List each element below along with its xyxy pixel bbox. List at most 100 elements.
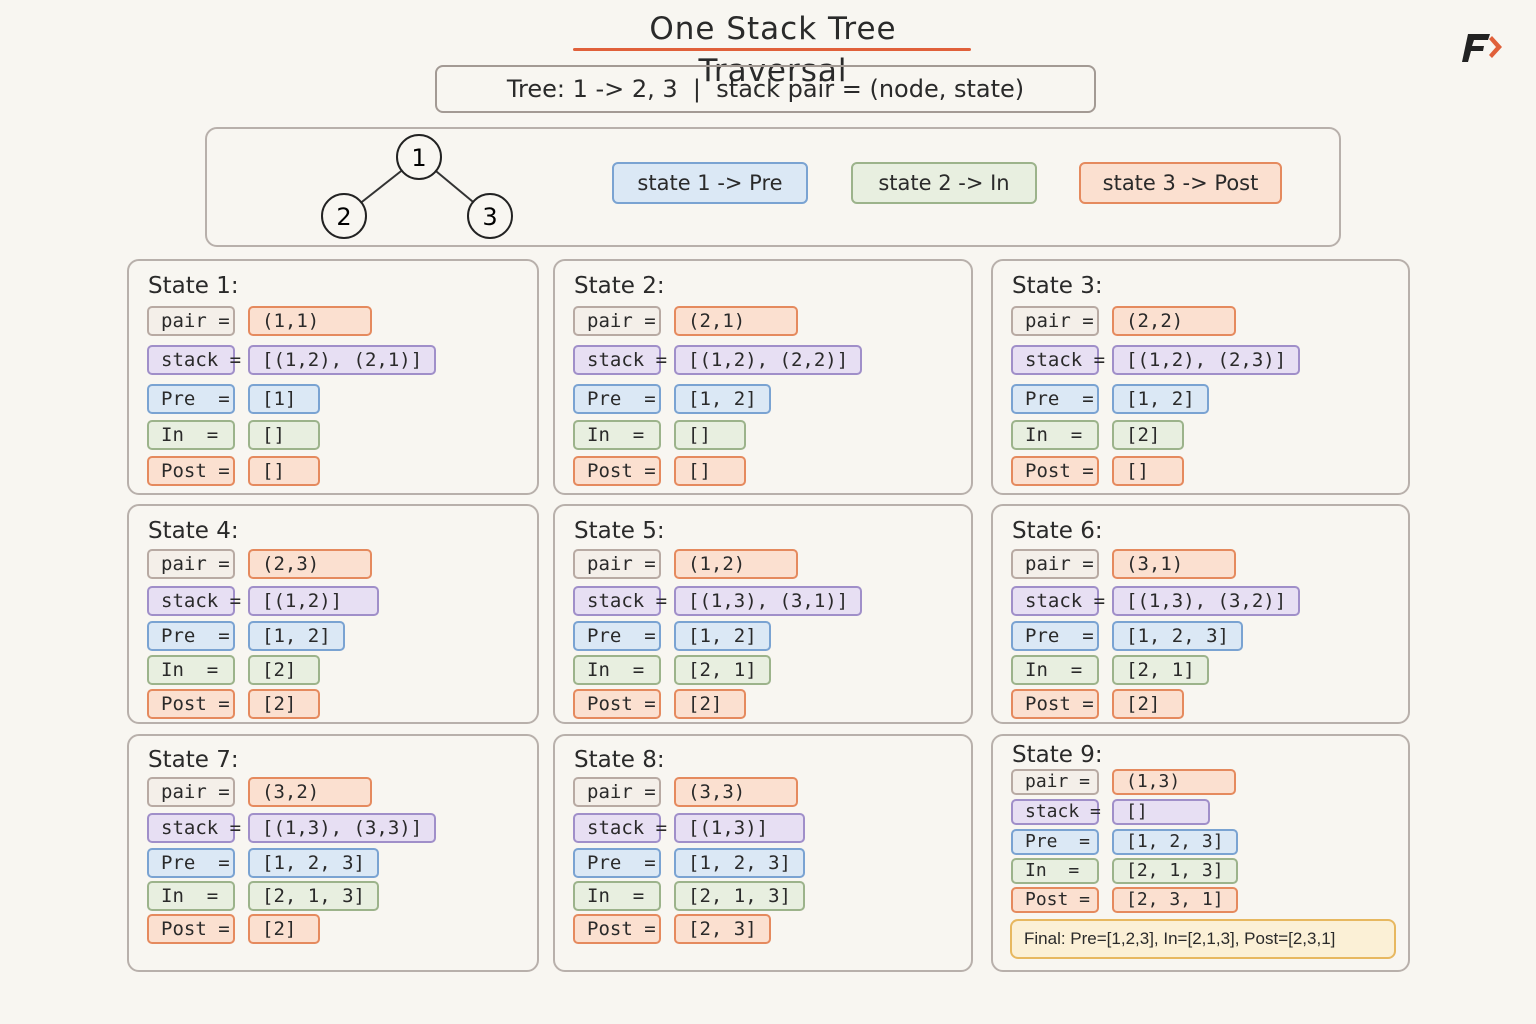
pair-label: pair = <box>573 306 661 336</box>
state-panel-4: State 4: pair =(2,3) stack =[(1,2)] Pre … <box>127 504 539 724</box>
pre-label: Pre = <box>573 384 661 414</box>
pre-value: [1] <box>248 384 320 414</box>
stack-value: [(1,3)] <box>674 813 805 843</box>
pair-value: (2,2) <box>1112 306 1236 336</box>
stack-value: [(1,3), (3,2)] <box>1112 586 1301 616</box>
post-value: [2] <box>248 689 320 719</box>
stack-label: stack = <box>147 586 241 616</box>
pair-label: pair = <box>147 306 235 336</box>
post-label: Post = <box>1011 689 1099 719</box>
stack-label: stack = <box>1011 586 1105 616</box>
in-value: [2, 1, 3] <box>1112 858 1238 884</box>
pre-label: Pre = <box>1011 621 1099 651</box>
state-panel-7: State 7: pair =(3,2) stack =[(1,3), (3,3… <box>127 734 539 972</box>
pair-value: (3,1) <box>1112 549 1236 579</box>
in-value: [2, 1, 3] <box>248 881 379 911</box>
state-title: State 8: <box>574 747 665 773</box>
stack-value: [(1,3), (3,3)] <box>248 813 437 843</box>
state-panel-5: State 5: pair =(1,2) stack =[(1,3), (3,1… <box>553 504 973 724</box>
pair-value: (1,3) <box>1112 769 1236 795</box>
state-title: State 7: <box>148 747 239 773</box>
tree-node-left-label: 2 <box>336 203 351 231</box>
pair-value: (1,2) <box>674 549 798 579</box>
pre-value: [1, 2, 3] <box>1112 621 1243 651</box>
stack-value: [(1,2)] <box>248 586 379 616</box>
in-label: In = <box>1011 420 1099 450</box>
in-label: In = <box>147 655 235 685</box>
state-title: State 4: <box>148 518 239 544</box>
state-panel-8: State 8: pair =(3,3) stack =[(1,3)] Pre … <box>553 734 973 972</box>
state-panel-3: State 3: pair =(2,2) stack =[(1,2), (2,3… <box>991 259 1410 495</box>
post-label: Post = <box>573 456 661 486</box>
pair-value: (3,2) <box>248 777 372 807</box>
tree-node-root <box>396 134 442 180</box>
tree-node-right <box>467 193 513 239</box>
pre-value: [1, 2] <box>674 621 771 651</box>
legend-post: state 3 -> Post <box>1079 162 1282 204</box>
state-title: State 1: <box>148 273 239 299</box>
stack-label: stack = <box>1011 799 1101 825</box>
state-title: State 2: <box>574 273 665 299</box>
pair-label: pair = <box>147 549 235 579</box>
post-value: [2] <box>248 914 320 944</box>
pair-label: pair = <box>1011 549 1099 579</box>
stack-value: [(1,3), (3,1)] <box>674 586 863 616</box>
in-label: In = <box>147 420 235 450</box>
in-value: [2] <box>248 655 320 685</box>
in-label: In = <box>573 420 661 450</box>
post-value: [2, 3, 1] <box>1112 887 1238 913</box>
stack-value: [] <box>1112 799 1210 825</box>
post-value: [2] <box>674 689 746 719</box>
pre-value: [1, 2, 3] <box>248 848 379 878</box>
tree-node-root-label: 1 <box>411 144 426 172</box>
pair-value: (3,3) <box>674 777 798 807</box>
in-value: [2] <box>1112 420 1184 450</box>
in-value: [2, 1] <box>674 655 771 685</box>
page-title: One Stack Tree Traversal <box>649 11 897 89</box>
stack-label: stack = <box>573 345 667 375</box>
stack-label: stack = <box>147 345 241 375</box>
post-value: [] <box>1112 456 1184 486</box>
post-value: [2] <box>1112 689 1184 719</box>
post-label: Post = <box>1011 456 1099 486</box>
pair-label: pair = <box>147 777 235 807</box>
in-value: [2, 1, 3] <box>674 881 805 911</box>
post-label: Post = <box>1011 887 1099 913</box>
stack-value: [(1,2), (2,3)] <box>1112 345 1301 375</box>
pre-value: [1, 2] <box>248 621 345 651</box>
pre-label: Pre = <box>1011 384 1099 414</box>
post-label: Post = <box>147 689 235 719</box>
state-title: State 9: <box>1012 742 1103 768</box>
post-value: [] <box>248 456 320 486</box>
in-label: In = <box>147 881 235 911</box>
pre-label: Pre = <box>147 384 235 414</box>
post-label: Post = <box>573 914 661 944</box>
pre-label: Pre = <box>147 621 235 651</box>
in-value: [] <box>674 420 746 450</box>
in-label: In = <box>1011 655 1099 685</box>
in-value: [2, 1] <box>1112 655 1209 685</box>
tree-legend-box <box>205 127 1341 247</box>
in-label: In = <box>1011 858 1099 884</box>
post-label: Post = <box>147 914 235 944</box>
stack-label: stack = <box>573 813 667 843</box>
state-title: State 6: <box>1012 518 1103 544</box>
pair-value: (2,1) <box>674 306 798 336</box>
post-value: [] <box>674 456 746 486</box>
stack-value: [(1,2), (2,1)] <box>248 345 437 375</box>
tree-node-left <box>321 193 367 239</box>
final-result: Final: Pre=[1,2,3], In=[2,1,3], Post=[2,… <box>1010 919 1396 959</box>
state-title: State 5: <box>574 518 665 544</box>
pair-value: (1,1) <box>248 306 372 336</box>
state-title: State 3: <box>1012 273 1103 299</box>
pre-value: [1, 2, 3] <box>674 848 805 878</box>
tree-diagram: 1 2 3 <box>321 134 513 239</box>
pre-label: Pre = <box>573 848 661 878</box>
pre-value: [1, 2] <box>674 384 771 414</box>
post-label: Post = <box>573 689 661 719</box>
in-label: In = <box>573 655 661 685</box>
legend-in: state 2 -> In <box>851 162 1037 204</box>
stack-label: stack = <box>1011 345 1105 375</box>
pair-label: pair = <box>573 549 661 579</box>
pre-value: [1, 2] <box>1112 384 1209 414</box>
